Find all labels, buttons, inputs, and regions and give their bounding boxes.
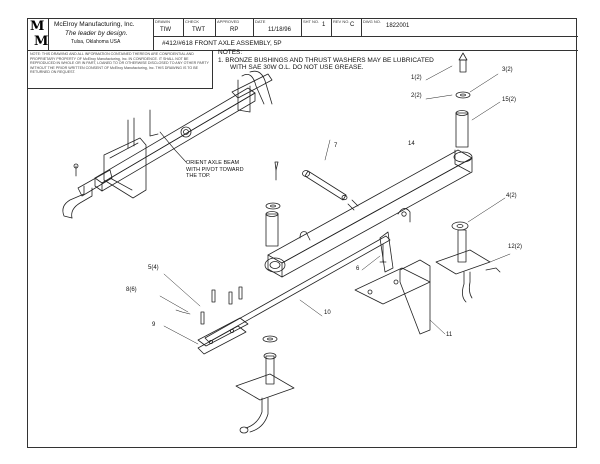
- callout-6: 6: [356, 266, 360, 272]
- callout-14: 14: [408, 141, 415, 147]
- part-title: #412/#618 FRONT AXLE ASSEMBLY, 5P: [162, 40, 282, 47]
- small-pins: [159, 273, 243, 345]
- drawn-label: DRAWN: [155, 19, 170, 24]
- callout-4: 4(2): [506, 193, 517, 199]
- pin-part-6: [361, 243, 387, 271]
- check-label: CHECK: [185, 19, 200, 24]
- orient-axle-beam-note: ORIENT AXLE BEAM WITH PIVOT TOWARD THE T…: [186, 160, 296, 180]
- thrust-washer-part-4: [451, 197, 506, 231]
- drawing-sheet: M M McElroy Manufacturing, Inc. The lead…: [27, 18, 578, 448]
- drawing-number-label: DWG NO.: [363, 19, 381, 24]
- callout-1: 1(2): [411, 75, 422, 81]
- part-title-cell: #412/#618 FRONT AXLE ASSEMBLY, 5P: [154, 37, 578, 51]
- date-value: 11/18/96: [268, 27, 291, 33]
- callout-3: 3(2): [502, 67, 513, 73]
- company-tagline: The leader by design.: [65, 30, 128, 37]
- bracket-part-11: [354, 259, 446, 335]
- callout-8: 8(6): [126, 287, 137, 293]
- notes-heading: NOTES:: [218, 49, 243, 56]
- company-logo: M M: [28, 19, 49, 51]
- front-axle-beam-part-14: [264, 149, 473, 278]
- confidentiality-notice: NOTE: THIS DRAWING AND ALL INFORMATION C…: [28, 51, 213, 89]
- check-cell: CHECK TWT: [184, 19, 216, 37]
- drawing-number-value: 1822001: [386, 23, 410, 29]
- check-value: TWT: [192, 27, 205, 33]
- orient-leader-line: [159, 131, 187, 163]
- callout-2: 2(2): [411, 93, 422, 99]
- notes-line-1: 1. BRONZE BUSHINGS AND THRUST WASHERS MA…: [218, 56, 434, 64]
- logo-letter-bottom: M: [34, 34, 49, 49]
- notes-line-2: WITH SAE 30W O.L. DO NOT USE GREASE.: [230, 64, 364, 71]
- date-cell: DATE 11/18/96: [254, 19, 302, 37]
- company-block: McElroy Manufacturing, Inc. The leader b…: [49, 19, 154, 51]
- callout-9: 9: [152, 322, 156, 328]
- right-bushing-stack: [425, 52, 501, 148]
- approved-cell: APPROVED RP: [216, 19, 254, 37]
- assembled-axle-beam: [62, 70, 273, 219]
- company-location: Tulsa, Oklahoma USA: [71, 39, 121, 45]
- approved-label: APPROVED: [217, 19, 240, 24]
- sheet-label: SHT NO.: [303, 19, 320, 24]
- company-name: McElroy Manufacturing, Inc.: [54, 21, 135, 28]
- drawn-value: TIW: [160, 27, 171, 33]
- tie-rod-part-10: [197, 231, 394, 355]
- callout-10: 10: [324, 310, 331, 316]
- callout-7: 7: [334, 143, 338, 149]
- logo-letter-top: M: [30, 19, 45, 34]
- rev-cell: REV NO. C: [332, 19, 362, 37]
- orient-note-line-1: ORIENT AXLE BEAM: [186, 160, 240, 166]
- left-bushing-stack: [265, 161, 281, 247]
- sheet-value: 1: [322, 22, 326, 28]
- approved-value: RP: [230, 27, 239, 33]
- callout-5: 5(4): [148, 265, 159, 271]
- spindle-part-12: [435, 229, 511, 303]
- drawing-number-cell: DWG NO. 1822001: [362, 19, 578, 37]
- rev-label: REV NO.: [333, 19, 350, 24]
- callout-11: 11: [446, 332, 453, 338]
- sheet-cell: SHT NO. 1: [302, 19, 332, 37]
- orient-note-line-2: WITH PIVOT TOWARD: [186, 166, 244, 173]
- drawn-cell: DRAWN TIW: [154, 19, 184, 37]
- rev-value: C: [350, 22, 355, 28]
- notes-block: NOTES: 1. BRONZE BUSHINGS AND THRUST WAS…: [218, 49, 578, 72]
- orient-note-line-3: THE TOP.: [186, 173, 211, 179]
- date-label: DATE: [255, 19, 266, 24]
- callout-15: 15(2): [502, 97, 517, 103]
- callout-12: 12(2): [508, 244, 523, 250]
- pivot-pin-part-7: [302, 139, 348, 201]
- lower-spindle: [235, 335, 295, 434]
